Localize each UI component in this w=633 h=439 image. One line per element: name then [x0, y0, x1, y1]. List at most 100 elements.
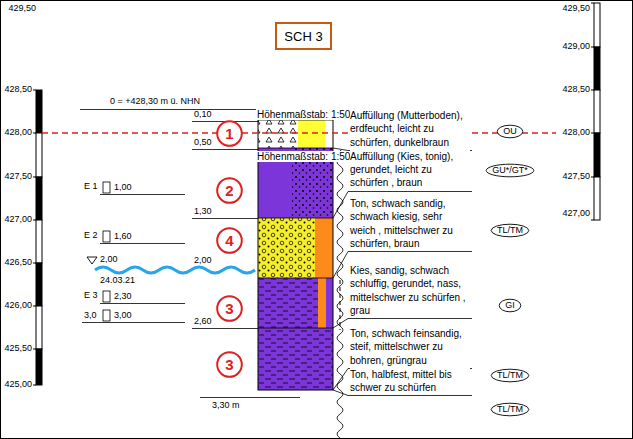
drawing-part — [594, 3, 600, 47]
title-box: SCH 3 — [275, 22, 332, 50]
elevation-label: 427,50 — [556, 171, 590, 182]
elevation-label: 428,00 — [2, 127, 32, 138]
depth-label: E 2 — [84, 230, 98, 241]
soil-group-oval: GU*/GT* — [485, 163, 535, 178]
elevation-label: 425,50 — [2, 343, 32, 354]
callout-number: 4 — [216, 232, 243, 249]
elevation-label: 427,00 — [2, 214, 32, 225]
layer-description: Ton, schwach feinsandig, steif, mittelsc… — [350, 327, 470, 367]
soil-group: TL/TM — [490, 404, 530, 415]
drawing-part — [103, 231, 110, 242]
drawing-part — [103, 310, 110, 321]
depth-label: 3,0 — [84, 310, 97, 321]
depth-label: 0,10 — [194, 109, 212, 120]
callout-circle: 3 — [216, 295, 243, 322]
consistency-dashes — [340, 280, 341, 330]
callout-circle: 3 — [216, 351, 243, 378]
depth-label: 0 = +428,30 m ü. NHN — [110, 96, 200, 107]
drawing-part — [258, 278, 318, 328]
soil-group-oval: TL/TM — [490, 368, 530, 383]
drawing-part — [258, 328, 333, 390]
callout-circle: 1 — [216, 120, 243, 147]
elevation-label: 427,50 — [2, 171, 32, 182]
soil-group: GI — [498, 300, 522, 311]
drawing-part — [36, 306, 42, 349]
depth-label: 2,30 — [114, 291, 132, 302]
drawing-part — [192, 328, 258, 329]
drawing-part — [325, 120, 333, 148]
elevation-label: 425,00 — [2, 379, 32, 390]
reference-level-line — [42, 132, 556, 134]
drawing-part — [258, 328, 333, 390]
depth-label: E 3 — [84, 290, 98, 301]
elevation-label: 426,00 — [2, 300, 32, 311]
callout-circle: 2 — [216, 177, 243, 204]
scale-note: Höhenmaßstab: 1:50 — [256, 109, 351, 120]
depth-label: 1,30 — [194, 206, 212, 217]
drawing-part — [36, 349, 42, 385]
layer-description: Ton, halbfest, mittel bis schwer zu schü… — [350, 368, 470, 395]
drawing-part — [36, 133, 42, 177]
callout-circle: 4 — [216, 227, 243, 254]
drawing-part — [318, 278, 326, 328]
drawing-part — [192, 149, 258, 150]
elevation-label: 428,00 — [558, 127, 590, 138]
drawing-part — [258, 218, 315, 278]
drawing-part — [103, 182, 110, 193]
drawing-part — [103, 291, 110, 302]
drawing-part — [82, 195, 185, 323]
depth-label: 2,60 — [194, 316, 212, 327]
layer-description: Auffüllung (Mutterboden), erdfeucht, lei… — [350, 109, 470, 149]
callout-number: 3 — [216, 356, 243, 373]
elevation-label: 428,50 — [2, 84, 32, 95]
layer-description: Auffüllung (Kies, tonig), gerundet, leic… — [350, 150, 470, 190]
depth-label: 24.03.21 — [100, 275, 135, 286]
depth-label: E 1 — [84, 181, 98, 192]
drawing-part — [594, 47, 600, 90]
soil-group: TL/TM — [490, 225, 530, 236]
elevation-label: 429,50 — [2, 3, 36, 14]
consistency-wave — [337, 150, 343, 438]
depth-label: 3,30 m — [212, 400, 240, 411]
log-title: SCH 3 — [277, 29, 330, 44]
callout-number: 3 — [216, 300, 243, 317]
layer-description: Ton, schwach sandig, schwach kiesig, seh… — [350, 197, 470, 250]
drawing-part — [36, 177, 42, 220]
groundwater-symbol — [87, 257, 97, 264]
drawing-part — [200, 397, 300, 398]
soil-group: OU — [496, 126, 524, 137]
elevation-label: 426,50 — [2, 257, 32, 268]
soil-group-oval: TL/TM — [490, 402, 530, 417]
soil-group: TL/TM — [490, 370, 530, 381]
description-leaders — [333, 148, 472, 396]
depth-label: 2,00 — [194, 255, 212, 266]
depth-label: 3,00 — [114, 310, 132, 321]
drawing-part — [594, 90, 600, 133]
callout-number: 1 — [216, 125, 243, 142]
drawing-part — [258, 120, 298, 148]
drawing-part — [298, 120, 325, 148]
drawing-part — [36, 263, 42, 306]
soil-group-oval: OU — [496, 124, 524, 139]
drawing-part — [594, 133, 600, 177]
depth-label: 2,00 — [100, 254, 118, 265]
soil-group-oval: GI — [498, 298, 522, 313]
elevation-label: 429,00 — [556, 41, 590, 52]
right-scale — [591, 3, 600, 220]
drawing-part — [192, 218, 258, 219]
drawing-part — [36, 90, 42, 133]
drawing-part — [258, 278, 318, 328]
drawing-part — [594, 177, 600, 220]
depth-label: 1,00 — [114, 182, 132, 193]
drawing-part — [326, 278, 333, 328]
drawing-part — [315, 218, 333, 278]
callout-number: 2 — [216, 182, 243, 199]
drawing-part — [258, 218, 315, 278]
drawing-part — [33, 90, 36, 385]
drawing-part — [80, 109, 258, 110]
soil-group: GU*/GT* — [485, 165, 535, 176]
layer-description: Kies, sandig, schwach schluffig, gerunde… — [350, 264, 470, 317]
